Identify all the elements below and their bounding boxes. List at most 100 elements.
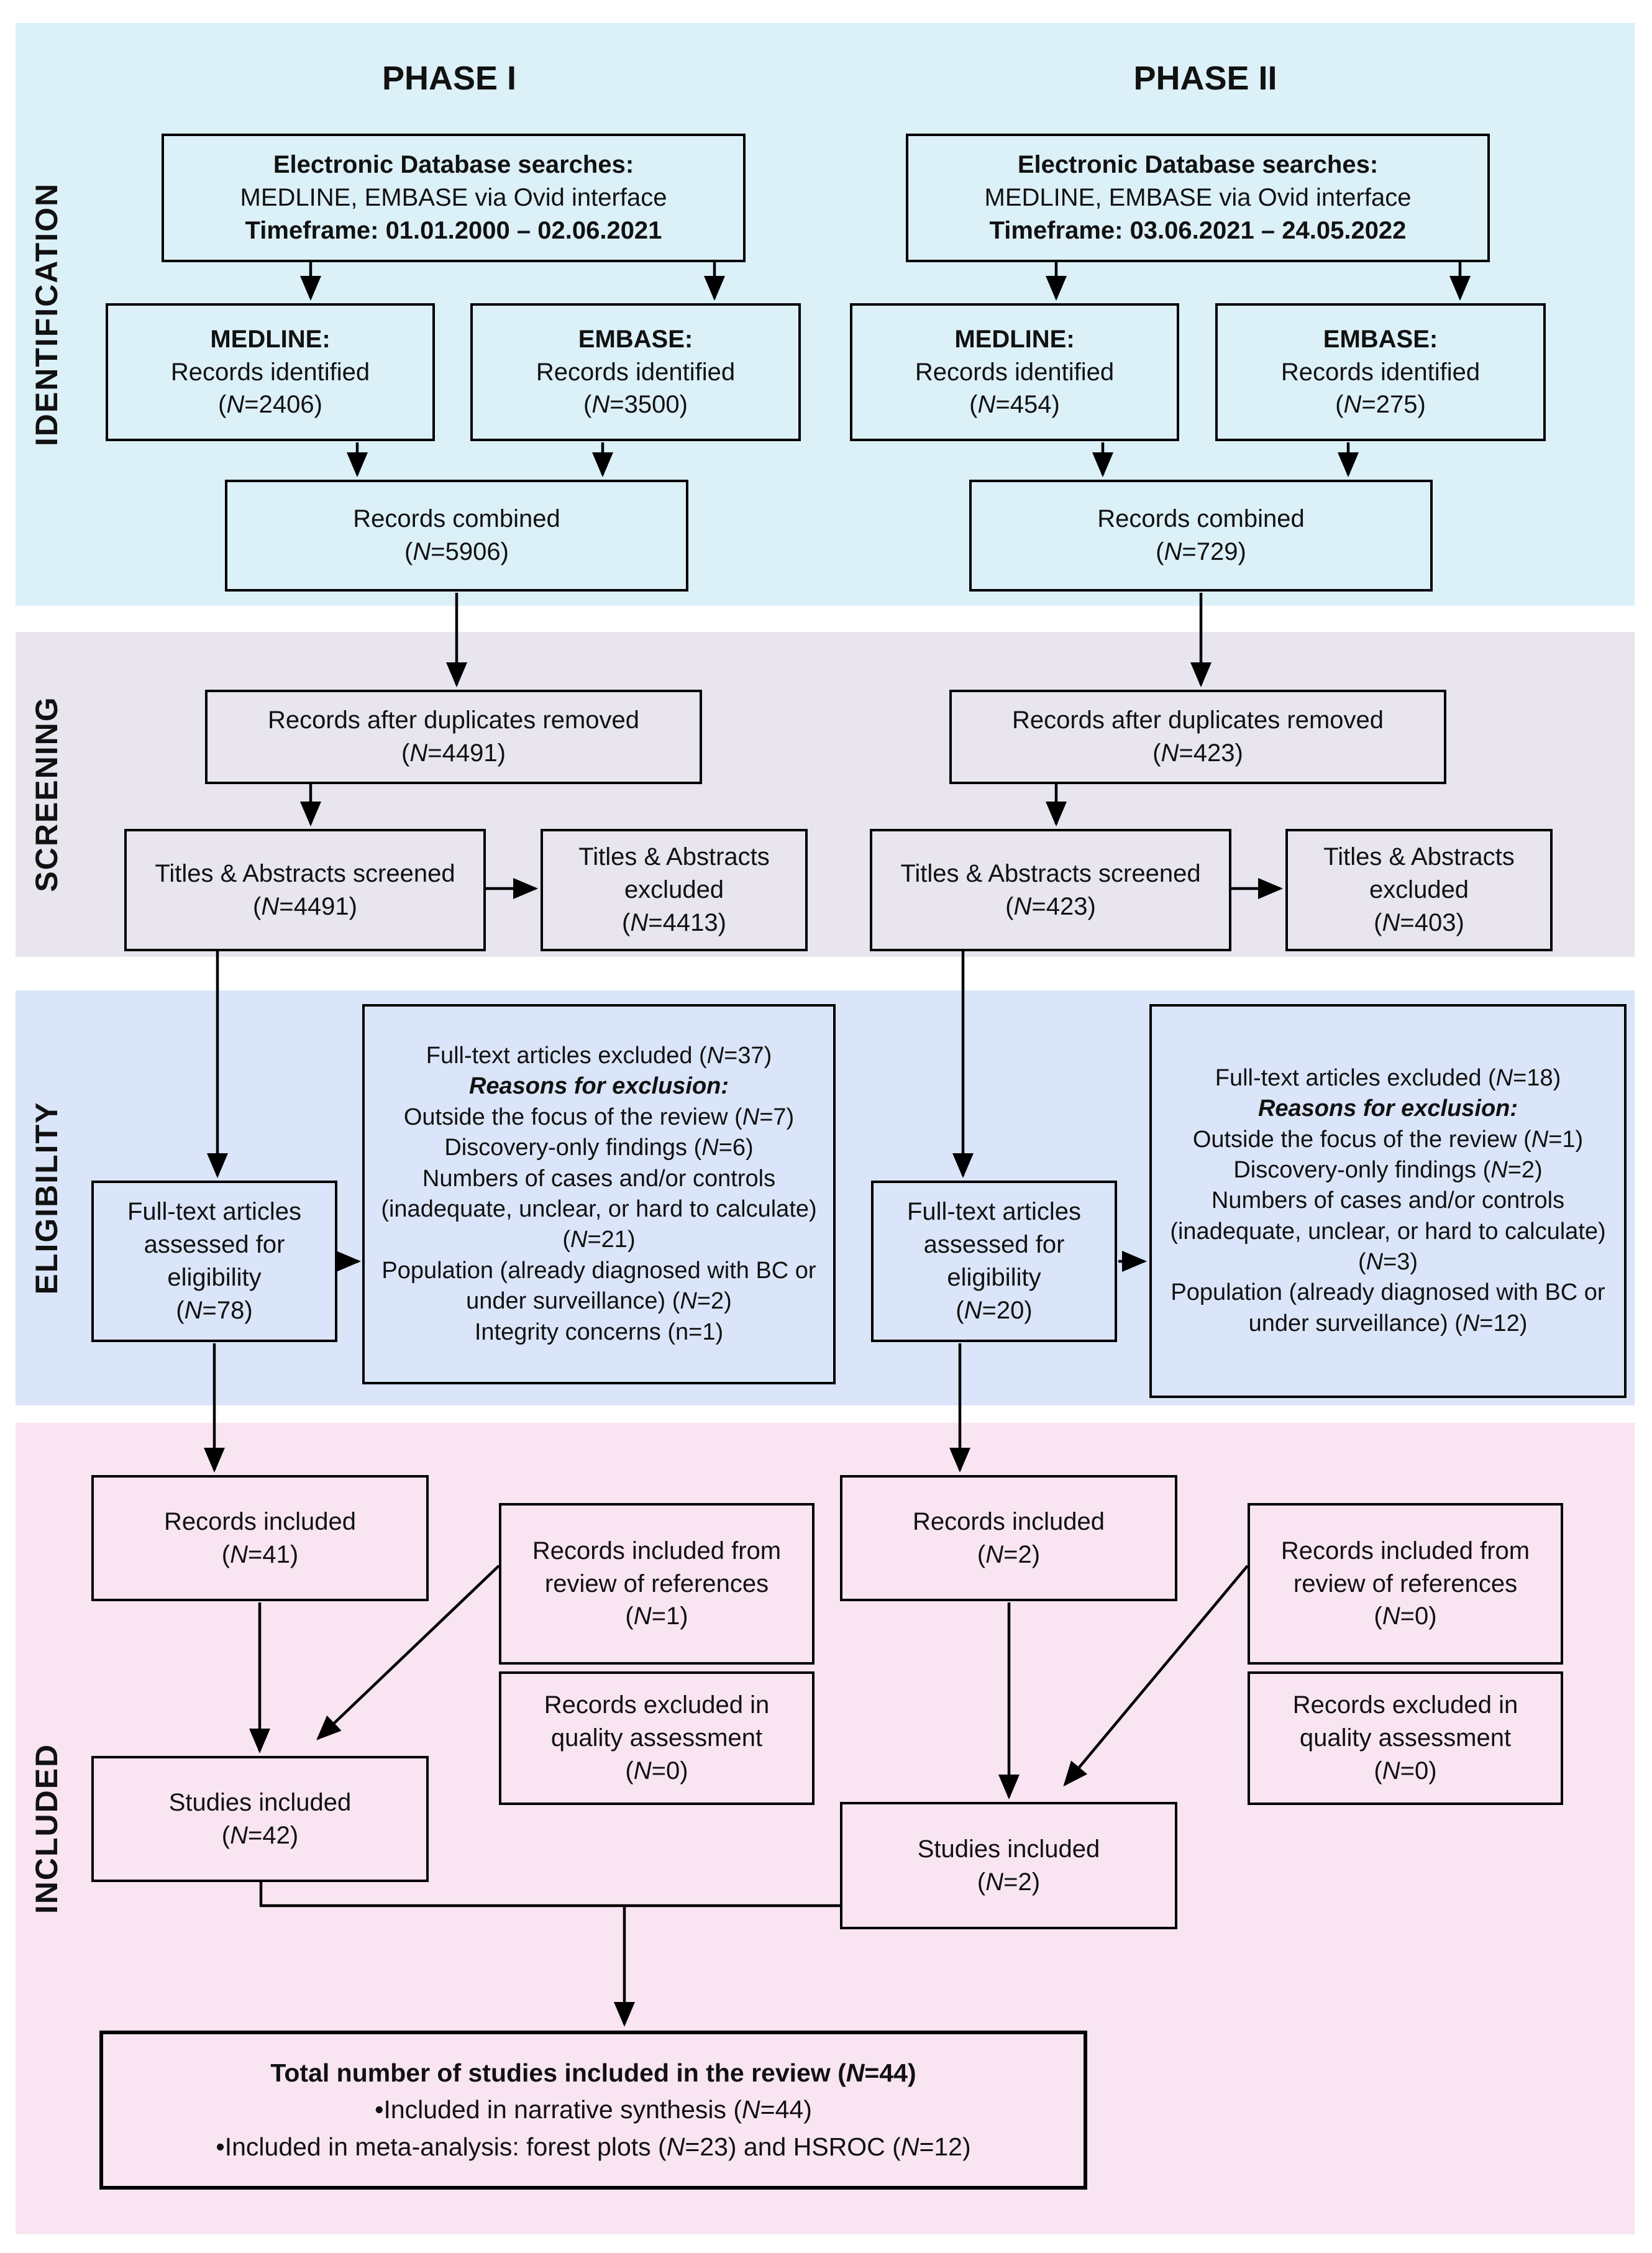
identification-label: IDENTIFICATION [29, 182, 64, 447]
p1-refincl-n: (N=1) [625, 1602, 688, 1630]
p1-qualexcl-n: (N=0) [625, 1757, 688, 1785]
p2-combined-n: (N=729) [1156, 538, 1246, 565]
p2-medline-title: MEDLINE: [954, 325, 1075, 353]
eligibility-label: ELIGIBILITY [29, 1101, 64, 1295]
p1-ftexcl-line1: Full-text articles excluded (N=37) [426, 1043, 772, 1069]
p1-duplicates-line: Records after duplicates removed [267, 706, 640, 734]
p1-medline-title: MEDLINE: [210, 325, 331, 353]
p2-refincl-n: (N=0) [1374, 1602, 1437, 1630]
p2-embase-title: EMBASE: [1323, 325, 1438, 353]
p1-screened-n: (N=4491) [253, 892, 357, 920]
p2-fulltext-excluded-box: Full-text articles excluded (N=18) Reaso… [1149, 1004, 1627, 1398]
p1-ta-excluded-line: Titles & Abstracts excluded [578, 843, 770, 904]
p2-duplicates-removed-box: Records after duplicates removed (N=423) [949, 690, 1446, 784]
p2-records-included-box: Records included (N=2) [840, 1475, 1177, 1601]
p1-fulltext-line: Full-text articles assessed for eligibil… [127, 1198, 302, 1291]
p1-medline-box: MEDLINE: Records identified (N=2406) [106, 303, 435, 441]
p1-screened-box: Titles & Abstracts screened (N=4491) [124, 829, 486, 951]
p1-ftexcl-line2: Reasons for exclusion: [468, 1073, 729, 1100]
p2-fulltext-assessed-box: Full-text articles assessed for eligibil… [871, 1181, 1117, 1342]
p1-quality-excluded-box: Records excluded in quality assessment (… [499, 1671, 815, 1805]
p2-studies-included-box: Studies included (N=2) [840, 1802, 1177, 1929]
p2-ftexcl-line5: Numbers of cases and/or controls (inadeq… [1170, 1187, 1606, 1276]
p2-quality-excluded-box: Records excluded in quality assessment (… [1248, 1671, 1563, 1805]
p2-medline-box: MEDLINE: Records identified (N=454) [850, 303, 1179, 441]
p2-electronic-line2: MEDLINE, EMBASE via Ovid interface [984, 184, 1412, 212]
p2-screened-line: Titles & Abstracts screened [900, 859, 1201, 887]
p1-electronic-line2: MEDLINE, EMBASE via Ovid interface [240, 184, 667, 212]
p2-ftexcl-line1: Full-text articles excluded (N=18) [1215, 1064, 1561, 1091]
phase1-header: PHASE I [381, 60, 517, 97]
p1-combined-box: Records combined (N=5906) [225, 480, 688, 592]
screening-label: SCREENING [29, 696, 64, 892]
p2-ftexcl-line2: Reasons for exclusion: [1257, 1095, 1518, 1122]
p1-recincl-line: Records included [163, 1507, 357, 1535]
p1-medline-line: Records identified [170, 358, 370, 386]
p1-electronic-line1: Electronic Database searches: [273, 151, 634, 179]
p1-electronic-search-box: Electronic Database searches: MEDLINE, E… [162, 134, 746, 262]
p1-fulltext-assessed-box: Full-text articles assessed for eligibil… [91, 1181, 337, 1342]
p1-studies-included-box: Studies included (N=42) [91, 1756, 429, 1882]
p2-medline-line: Records identified [915, 358, 1115, 386]
p1-ftexcl-line5: Numbers of cases and/or controls (inadeq… [381, 1165, 817, 1253]
p2-ta-excluded-box: Titles & Abstracts excluded (N=403) [1285, 829, 1553, 951]
p2-duplicates-n: (N=423) [1152, 739, 1243, 767]
p1-duplicates-removed-box: Records after duplicates removed (N=4491… [205, 690, 702, 784]
p1-electronic-line3: Timeframe: 01.01.2000 – 02.06.2021 [245, 216, 662, 244]
identification-band [16, 23, 1635, 606]
p2-qualexcl-line: Records excluded in quality assessment [1292, 1691, 1518, 1752]
p2-medline-n: (N=454) [969, 391, 1060, 419]
total-line3: •Included in meta-analysis: forest plots… [216, 2132, 971, 2161]
p1-fulltext-excluded-box: Full-text articles excluded (N=37) Reaso… [362, 1004, 836, 1384]
p2-combined-box: Records combined (N=729) [969, 480, 1433, 592]
p2-screened-box: Titles & Abstracts screened (N=423) [870, 829, 1231, 951]
p1-ftexcl-line4: Discovery-only findings (N=6) [444, 1135, 754, 1161]
p2-ta-excluded-n: (N=403) [1374, 908, 1464, 936]
p1-duplicates-n: (N=4491) [401, 739, 506, 767]
p1-screened-line: Titles & Abstracts screened [155, 859, 455, 887]
p2-refincl-line: Records included from review of referenc… [1280, 1537, 1530, 1597]
total-line2: •Included in narrative synthesis (N=44) [375, 2095, 812, 2124]
p1-ftexcl-line7: Integrity concerns (n=1) [474, 1318, 724, 1345]
p1-records-included-box: Records included (N=41) [91, 1475, 429, 1601]
p2-embase-n: (N=275) [1335, 391, 1426, 419]
p1-embase-title: EMBASE: [578, 325, 693, 353]
p1-recincl-n: (N=41) [221, 1540, 299, 1568]
eligibility-band [16, 990, 1635, 1405]
p1-ref-included-box: Records included from review of referenc… [499, 1503, 815, 1665]
p2-electronic-search-box: Electronic Database searches: MEDLINE, E… [906, 134, 1490, 262]
p2-embase-box: EMBASE: Records identified (N=275) [1215, 303, 1546, 441]
p2-ftexcl-line3: Outside the focus of the review (N=1) [1192, 1126, 1584, 1153]
p2-ftexcl-line6: Population (already diagnosed with BC or… [1171, 1279, 1605, 1337]
p1-combined-n: (N=5906) [404, 538, 509, 565]
p2-studies-n: (N=2) [977, 1868, 1041, 1896]
p2-ta-excluded-line: Titles & Abstracts excluded [1323, 843, 1515, 904]
p2-electronic-line3: Timeframe: 03.06.2021 – 24.05.2022 [989, 216, 1407, 244]
p2-fulltext-n: (N=20) [956, 1296, 1033, 1324]
p1-combined-line: Records combined [353, 505, 560, 533]
p2-fulltext-line: Full-text articles assessed for eligibil… [906, 1198, 1082, 1291]
p1-embase-box: EMBASE: Records identified (N=3500) [470, 303, 801, 441]
p2-qualexcl-n: (N=0) [1374, 1757, 1437, 1785]
p2-duplicates-line: Records after duplicates removed [1011, 706, 1384, 734]
p1-ta-excluded-box: Titles & Abstracts excluded (N=4413) [541, 829, 808, 951]
p2-combined-line: Records combined [1097, 505, 1305, 533]
p1-embase-n: (N=3500) [583, 391, 688, 419]
p1-ftexcl-line3: Outside the focus of the review (N=7) [403, 1104, 795, 1130]
p1-refincl-line: Records included from review of referenc… [532, 1537, 782, 1597]
p2-screened-n: (N=423) [1005, 892, 1096, 920]
p1-medline-n: (N=2406) [218, 391, 322, 419]
p1-ftexcl-line6: Population (already diagnosed with BC or… [381, 1257, 816, 1315]
p1-studies-line: Studies included [168, 1788, 352, 1816]
included-label: INCLUDED [29, 1743, 64, 1914]
p2-ftexcl-line4: Discovery-only findings (N=2) [1233, 1156, 1543, 1183]
phase2-header: PHASE II [1133, 60, 1277, 97]
p1-fulltext-n: (N=78) [176, 1296, 253, 1324]
p2-studies-line: Studies included [917, 1835, 1100, 1863]
p2-ref-included-box: Records included from review of referenc… [1248, 1503, 1563, 1665]
total-line1: Total number of studies included in the … [270, 2058, 916, 2087]
p2-embase-line: Records identified [1280, 358, 1481, 386]
total-studies-box: Total number of studies included in the … [99, 2031, 1087, 2190]
screening-band [16, 632, 1635, 957]
